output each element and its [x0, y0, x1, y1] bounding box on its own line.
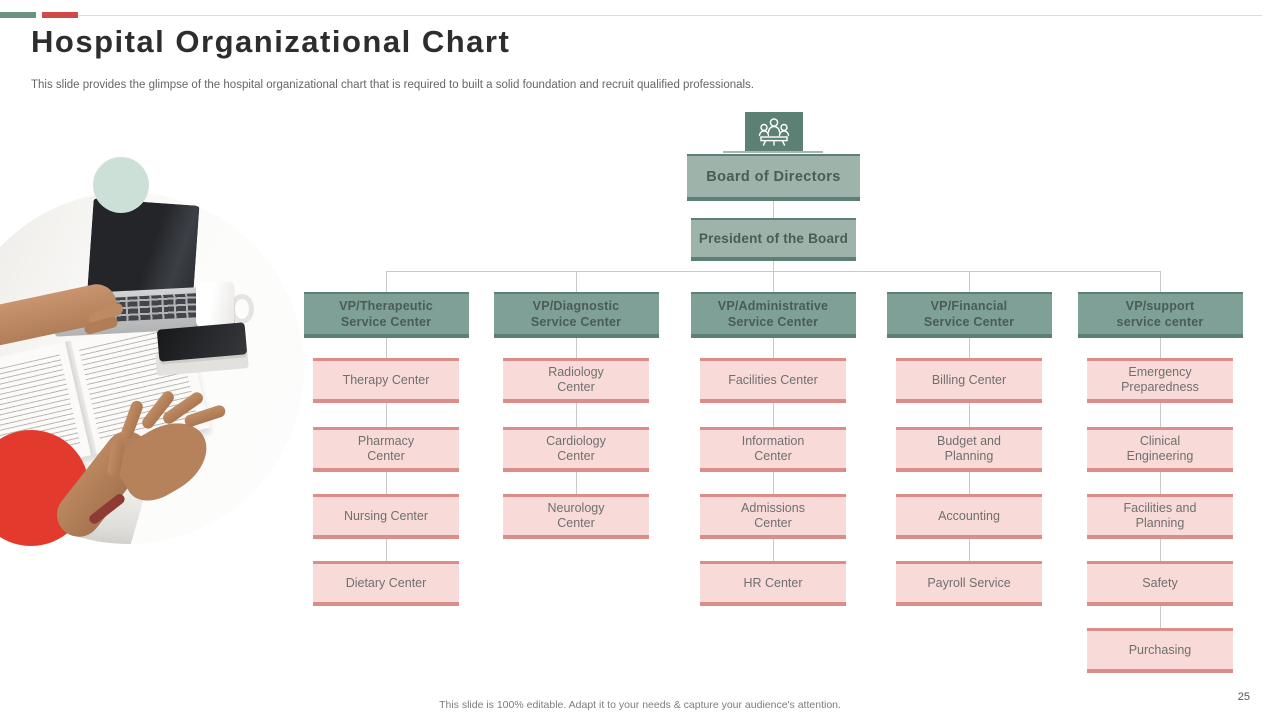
vp-box: VP/Financial Service Center: [886, 292, 1052, 338]
dept-box: Accounting: [896, 494, 1042, 539]
dept-box: Neurology Center: [503, 494, 649, 539]
dept-box: Admissions Center: [700, 494, 846, 539]
connector-line: [773, 472, 774, 494]
dept-box: Radiology Center: [503, 358, 649, 403]
dept-box: HR Center: [700, 561, 846, 606]
connector-line: [969, 338, 970, 358]
dept-box: Clinical Engineering: [1087, 427, 1233, 472]
connector-line: [1160, 472, 1161, 494]
accent-bar-green: [0, 12, 36, 18]
connector-line: [1160, 539, 1161, 561]
dept-box: Safety: [1087, 561, 1233, 606]
dept-box: Pharmacy Center: [313, 427, 459, 472]
connector-line: [969, 472, 970, 494]
dept-box: Budget and Planning: [896, 427, 1042, 472]
connector-line: [1160, 606, 1161, 628]
dept-box: Facilities Center: [700, 358, 846, 403]
icon-underline: [723, 151, 823, 153]
connector-line: [1160, 271, 1161, 292]
connector-line: [773, 261, 774, 271]
accent-bar-red: [42, 12, 78, 18]
connector-line: [969, 271, 970, 292]
org-box-president: President of the Board: [691, 218, 856, 261]
connector-line: [1160, 403, 1161, 427]
connector-line: [773, 338, 774, 358]
connector-line: [386, 472, 387, 494]
connector-line: [773, 539, 774, 561]
dept-box: Nursing Center: [313, 494, 459, 539]
dept-box: Purchasing: [1087, 628, 1233, 673]
header-divider: [78, 15, 1262, 16]
connector-line: [386, 403, 387, 427]
dept-box: Therapy Center: [313, 358, 459, 403]
connector-line: [773, 201, 774, 218]
connector-line: [969, 539, 970, 561]
connector-line: [576, 338, 577, 358]
dept-box: Information Center: [700, 427, 846, 472]
connector-line: [773, 271, 774, 292]
dept-box: Dietary Center: [313, 561, 459, 606]
connector-line: [386, 271, 387, 292]
vp-box: VP/Therapeutic Service Center: [303, 292, 469, 338]
connector-line: [969, 403, 970, 427]
page-number: 25: [1237, 691, 1250, 703]
page-subtitle: This slide provides the glimpse of the h…: [31, 79, 755, 91]
connector-line: [576, 403, 577, 427]
dept-box: Billing Center: [896, 358, 1042, 403]
connector-line: [1160, 338, 1161, 358]
connector-line: [386, 539, 387, 561]
dept-box: Payroll Service: [896, 561, 1042, 606]
org-box-board-of-directors: Board of Directors: [687, 154, 860, 201]
dept-box: Emergency Preparedness: [1087, 358, 1233, 403]
connector-line: [576, 271, 577, 292]
connector-line: [773, 403, 774, 427]
team-icon: [745, 112, 803, 152]
page-title: Hospital Organizational Chart: [31, 24, 511, 59]
dept-box: Facilities and Planning: [1087, 494, 1233, 539]
connector-line: [386, 338, 387, 358]
footer-note: This slide is 100% editable. Adapt it to…: [439, 699, 841, 711]
vp-box: VP/Diagnostic Service Center: [493, 292, 659, 338]
connector-line: [576, 472, 577, 494]
vp-box: VP/support service center: [1077, 292, 1243, 338]
vp-box: VP/Administrative Service Center: [690, 292, 856, 338]
coffee-mug-image: [196, 282, 234, 328]
dept-box: Cardiology Center: [503, 427, 649, 472]
mint-accent-circle: [93, 157, 149, 213]
